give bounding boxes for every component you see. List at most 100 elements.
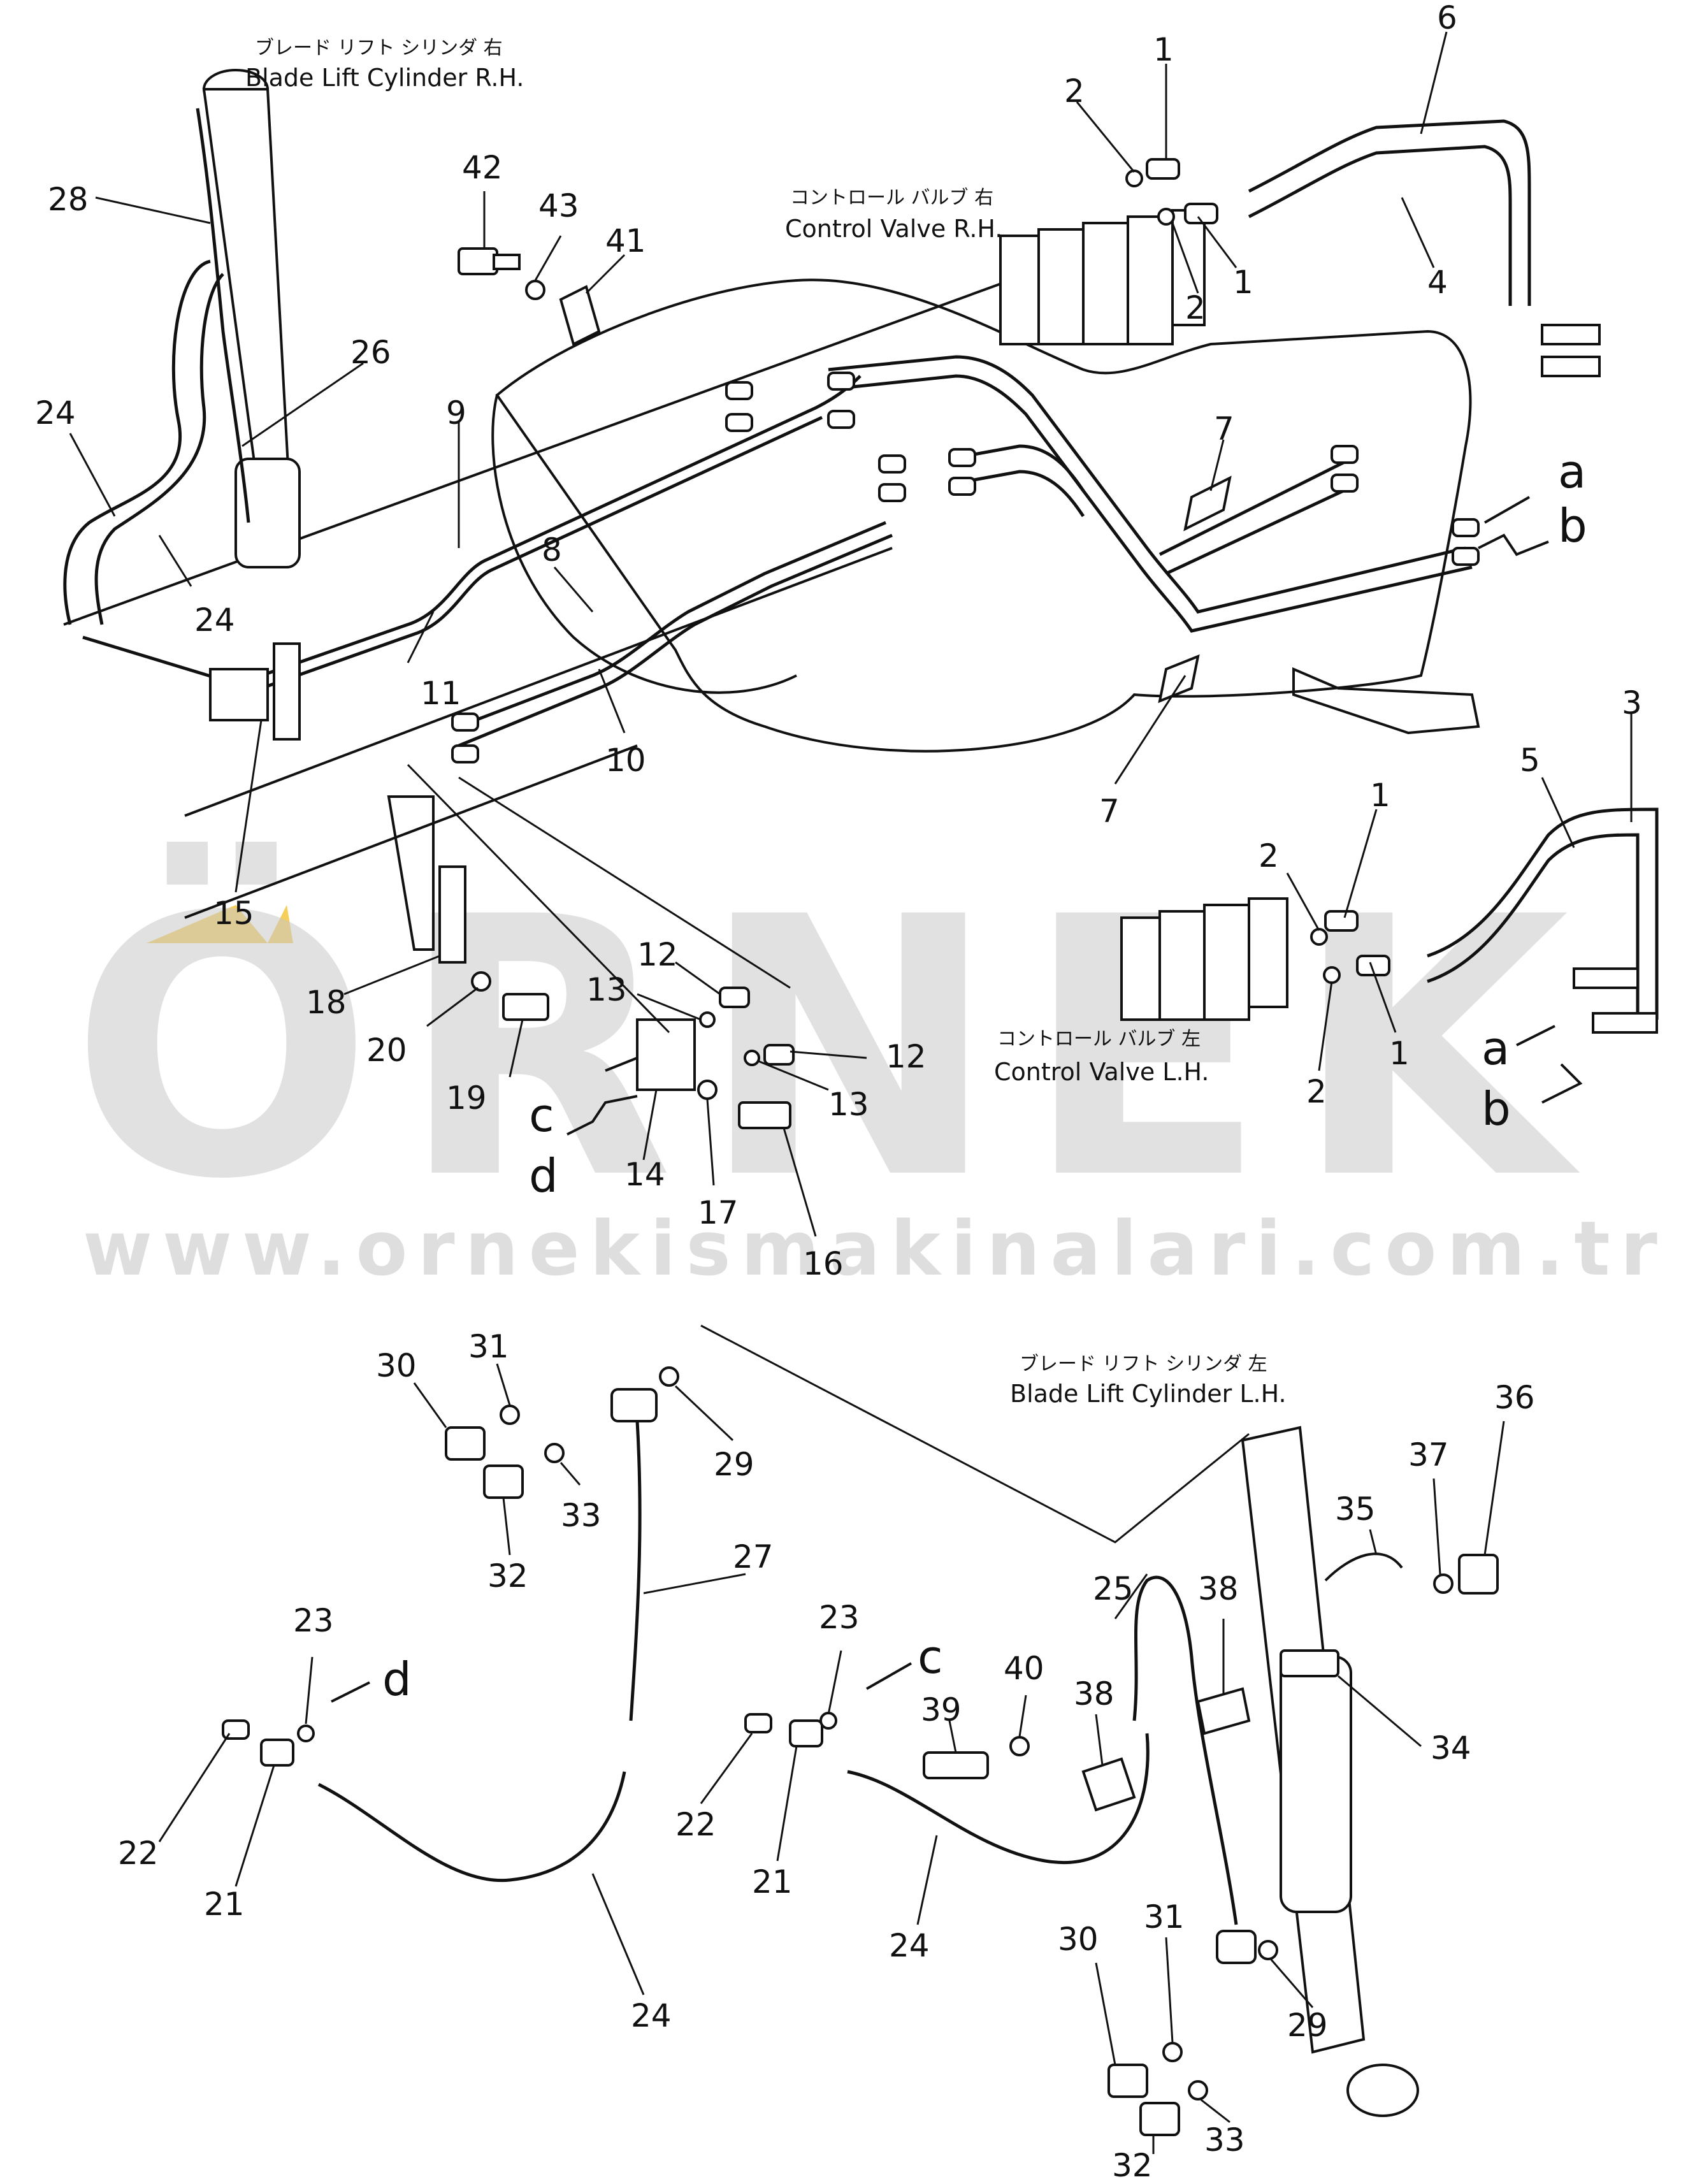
lower-assembly bbox=[158, 1324, 1505, 2154]
rh-cylinder-rod-end bbox=[234, 458, 301, 568]
blade-frame-body bbox=[495, 278, 1472, 753]
callout-25: 25 bbox=[1093, 1570, 1134, 1607]
washer-33-left bbox=[544, 1443, 565, 1463]
leader-30b bbox=[1095, 1962, 1116, 2065]
control-valve-lh bbox=[1120, 897, 1288, 1021]
oring-lh-1 bbox=[1310, 928, 1328, 946]
fitting-top-1 bbox=[725, 381, 753, 400]
oring-lh-2 bbox=[1323, 966, 1341, 984]
leader-24d bbox=[916, 1835, 938, 1925]
frame-foot bbox=[1292, 667, 1480, 735]
callout-32: 32 bbox=[487, 1558, 528, 1595]
leader-18 bbox=[343, 955, 440, 995]
leader-26 bbox=[242, 362, 364, 447]
hose-7-lower bbox=[1165, 482, 1359, 575]
caption-blade-lift-lh: Blade Lift Cylinder L.H. bbox=[1010, 1380, 1287, 1408]
callout-9: 9 bbox=[446, 394, 466, 431]
washer-40 bbox=[1009, 1736, 1030, 1756]
caption-blade-lift-rh: Blade Lift Cylinder R.H. bbox=[245, 64, 524, 92]
hose-28 bbox=[196, 108, 250, 523]
arrow-a-lower bbox=[1516, 1025, 1555, 1046]
callout-22: 22 bbox=[118, 1835, 159, 1872]
valve-rh-section-4 bbox=[1127, 215, 1174, 345]
letter-c-lower: c bbox=[918, 1630, 943, 1684]
callout-34: 34 bbox=[1431, 1730, 1471, 1767]
leader-31b bbox=[1165, 1937, 1174, 2043]
callout-24: 24 bbox=[35, 394, 76, 431]
leader-33a bbox=[559, 1462, 581, 1486]
leader-15 bbox=[234, 720, 263, 893]
fitting-5-end bbox=[1573, 967, 1639, 989]
valve-lh-section-2 bbox=[1158, 910, 1206, 1021]
callout-26: 26 bbox=[350, 334, 391, 371]
callout-33: 33 bbox=[1204, 2122, 1245, 2159]
callout-13: 13 bbox=[586, 971, 627, 1008]
leader-24a bbox=[69, 433, 116, 517]
callout-31: 31 bbox=[1144, 1898, 1185, 1935]
callout-10: 10 bbox=[605, 742, 646, 779]
oring-13-lower bbox=[744, 1050, 760, 1066]
leader-43 bbox=[534, 235, 562, 281]
callout-22: 22 bbox=[675, 1806, 716, 1843]
stay-rod bbox=[387, 795, 435, 951]
oring-29-left bbox=[659, 1366, 679, 1387]
caption-control-valve-lh-jp: コントロール バルブ 左 bbox=[997, 1028, 1201, 1050]
fitting-4-end bbox=[1541, 356, 1601, 377]
letter-b-upper: b bbox=[1558, 499, 1587, 553]
lh-cylinder-bottom bbox=[1346, 2064, 1419, 2117]
callouts-lower: 31 30 29 33 32 27 23 22 21 24 23 22 21 2… bbox=[118, 1328, 1535, 2184]
fitting-mid-2 bbox=[878, 483, 906, 502]
fitting-6-end bbox=[1541, 324, 1601, 345]
leader-11 bbox=[407, 611, 435, 663]
fitting-3-end bbox=[1592, 1012, 1658, 1034]
watermark-accent-left bbox=[147, 905, 268, 943]
bolt-19 bbox=[502, 993, 549, 1021]
callout-38: 38 bbox=[1198, 1570, 1239, 1607]
hose-24-outer bbox=[63, 259, 211, 625]
tube-10 bbox=[458, 533, 893, 748]
callout-17: 17 bbox=[698, 1194, 739, 1231]
bolt-30-right bbox=[1107, 2064, 1148, 2098]
callout-2: 2 bbox=[1064, 73, 1085, 110]
callout-14: 14 bbox=[624, 1156, 665, 1193]
leader-24b bbox=[158, 535, 192, 587]
callout-36: 36 bbox=[1494, 1379, 1535, 1416]
tube-3 bbox=[1427, 833, 1640, 1020]
caption-control-valve-lh: Control Valve L.H. bbox=[994, 1058, 1209, 1086]
callout-7: 7 bbox=[1214, 410, 1234, 447]
callout-8: 8 bbox=[542, 532, 562, 568]
callout-18: 18 bbox=[306, 984, 347, 1021]
washer-31-right bbox=[1162, 2042, 1183, 2062]
leader-41 bbox=[585, 254, 626, 294]
callout-19: 19 bbox=[446, 1080, 487, 1117]
arrow-a-upper bbox=[1484, 496, 1530, 524]
callout-2: 2 bbox=[1185, 289, 1206, 326]
callout-43: 43 bbox=[538, 187, 579, 224]
arrow-d-upper bbox=[566, 1095, 638, 1136]
fitting-left-2 bbox=[451, 744, 479, 763]
caption-blade-lift-lh-jp: ブレード リフト シリンダ 左 bbox=[1020, 1353, 1267, 1375]
flange-25 bbox=[1216, 1930, 1257, 1964]
callout-4: 4 bbox=[1427, 264, 1448, 301]
leader-22a bbox=[158, 1733, 231, 1842]
leader-28 bbox=[95, 196, 211, 224]
clamp-15 bbox=[273, 642, 301, 741]
leader-20 bbox=[426, 987, 479, 1027]
beam-bottom-edge bbox=[184, 744, 638, 919]
leader-39 bbox=[948, 1720, 957, 1753]
callout-40: 40 bbox=[1004, 1650, 1044, 1687]
hose-24-lower-right bbox=[847, 1733, 1150, 1864]
leader-37 bbox=[1432, 1478, 1441, 1575]
washer-37 bbox=[1433, 1573, 1454, 1594]
bracket-41 bbox=[559, 285, 601, 346]
clamp-35 bbox=[1324, 1552, 1403, 1582]
callout-12: 12 bbox=[886, 1038, 927, 1075]
tube-upper-run bbox=[828, 355, 1466, 614]
callout-13: 13 bbox=[828, 1086, 869, 1123]
tube-25 bbox=[1132, 1575, 1238, 1925]
leader-34 bbox=[1338, 1675, 1422, 1747]
leader-1b bbox=[1197, 216, 1237, 268]
captions: ブレード リフト シリンダ 右 Blade Lift Cylinder R.H.… bbox=[245, 37, 1287, 1408]
fitting-12-lower bbox=[763, 1044, 795, 1066]
